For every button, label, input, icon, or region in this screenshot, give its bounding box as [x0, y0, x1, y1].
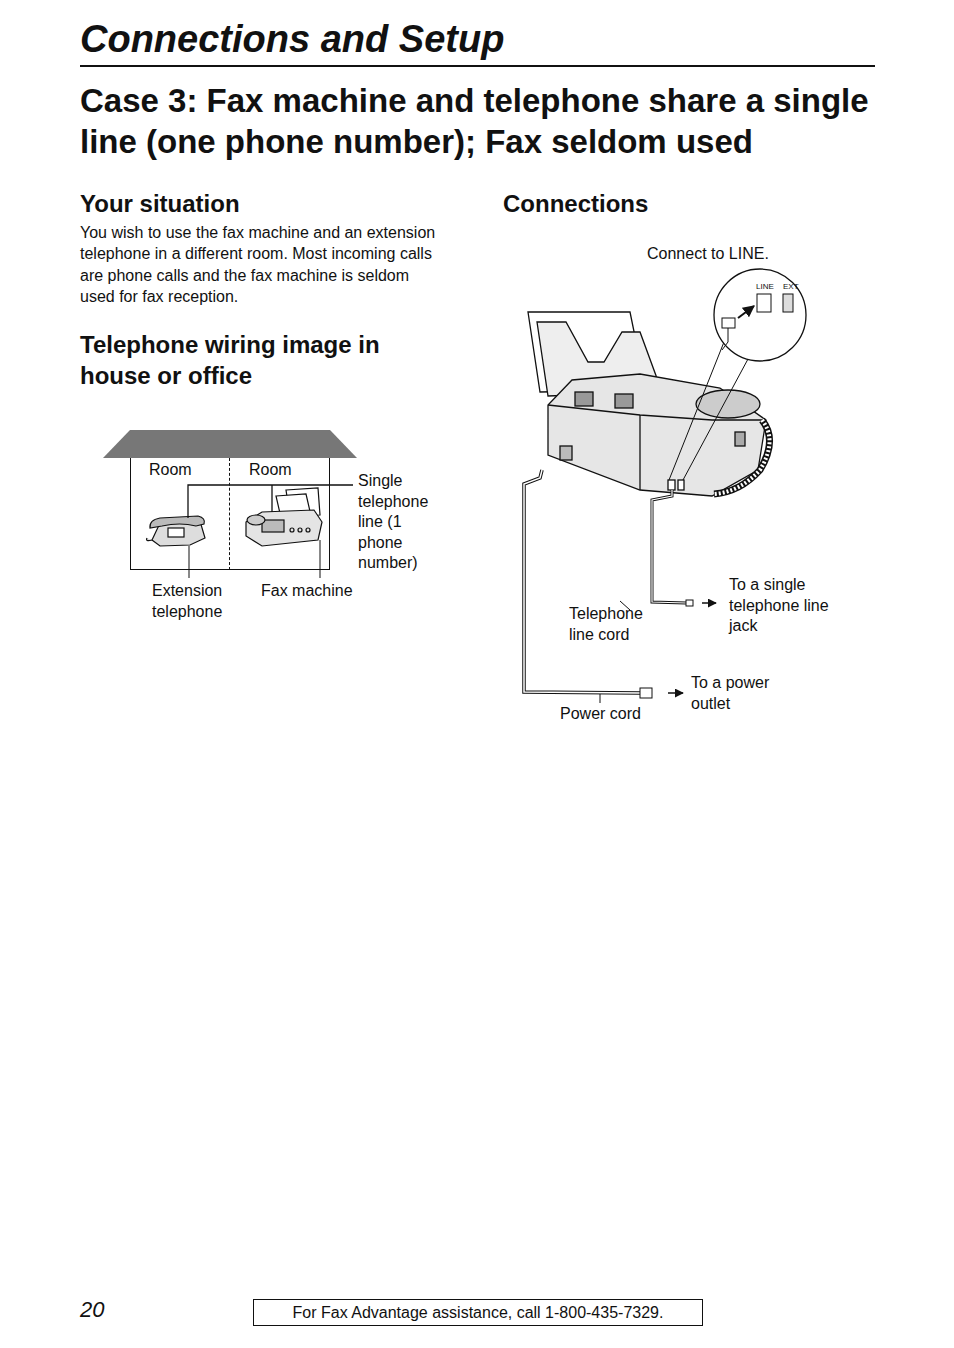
telephone-line-cord	[652, 490, 686, 603]
illustration-part	[246, 510, 322, 546]
body-text: You wish to use the fax machine and an e…	[80, 222, 445, 307]
power-cord	[524, 470, 640, 693]
callout-label: To a single telephone line jack	[729, 575, 844, 637]
illustration-part	[615, 394, 633, 408]
illustration-part	[639, 415, 640, 490]
zoom-line	[683, 359, 748, 480]
handset-cord	[714, 420, 770, 494]
subheading: Telephone wiring image in house or offic…	[80, 329, 425, 391]
telephone-line	[188, 485, 353, 518]
node-text: For Fax Advantage assistance, call 1-800…	[293, 1304, 664, 1322]
illustration-part	[668, 480, 675, 490]
callout-label: Power cord	[560, 704, 670, 725]
jack-label: EXT	[783, 282, 803, 292]
illustration-part	[678, 480, 684, 490]
zoom-line	[669, 342, 724, 480]
insert-arrow	[738, 306, 754, 318]
line-jack	[757, 294, 771, 312]
leader-line	[189, 546, 190, 578]
house-roof	[103, 430, 357, 458]
room-area: Room	[230, 458, 330, 570]
power-cord	[524, 470, 640, 693]
subheading: Your situation	[80, 190, 460, 218]
leader-line	[600, 694, 601, 703]
leader-line	[320, 540, 321, 578]
section-header: Connections and Setup	[80, 16, 780, 62]
assistance-box: For Fax Advantage assistance, call 1-800…	[253, 1299, 703, 1326]
power-plug	[640, 688, 652, 698]
illustration-part	[548, 374, 766, 496]
callout-label: Extension telephone	[152, 581, 242, 622]
direction-arrow	[668, 692, 683, 694]
page-number: 20	[80, 1297, 140, 1323]
node-text: Room	[149, 461, 192, 478]
handset-cord	[714, 420, 770, 494]
illustration-part	[575, 392, 593, 406]
plug-cord	[722, 328, 728, 350]
subheading: Connections	[503, 190, 803, 218]
illustration-part	[147, 538, 152, 541]
ext-jack	[783, 294, 793, 312]
fax-machine	[246, 488, 322, 546]
modular-plug	[686, 600, 693, 606]
jack-label: LINE	[756, 282, 786, 292]
room-area: Room	[130, 458, 230, 570]
callout-label: Connect to LINE.	[647, 244, 847, 264]
header-rule	[80, 65, 875, 67]
telephone-line	[271, 485, 272, 512]
illustration-part	[298, 528, 302, 532]
callout-label: Single telephone line (1 phone number)	[358, 471, 438, 574]
modular-plug	[722, 318, 735, 328]
extension-telephone	[147, 516, 205, 546]
telephone-line-cord	[652, 490, 686, 603]
illustration-part	[735, 432, 745, 446]
illustration-part	[247, 515, 265, 525]
illustration-part	[306, 528, 310, 532]
page-heading: Case 3: Fax machine and telephone share …	[80, 80, 900, 162]
illustration-part	[150, 516, 204, 528]
callout-label: Telephone line cord	[569, 604, 659, 645]
direction-arrow	[702, 602, 716, 604]
illustration-part	[560, 446, 572, 460]
node-text: Room	[249, 461, 292, 478]
illustration-part	[168, 528, 184, 537]
illustration-part	[696, 390, 760, 418]
illustration-part	[262, 520, 284, 532]
zoom-circle	[714, 269, 806, 361]
callout-label: Fax machine	[261, 581, 371, 602]
callout-label: To a power outlet	[691, 673, 791, 714]
illustration-part	[290, 528, 294, 532]
